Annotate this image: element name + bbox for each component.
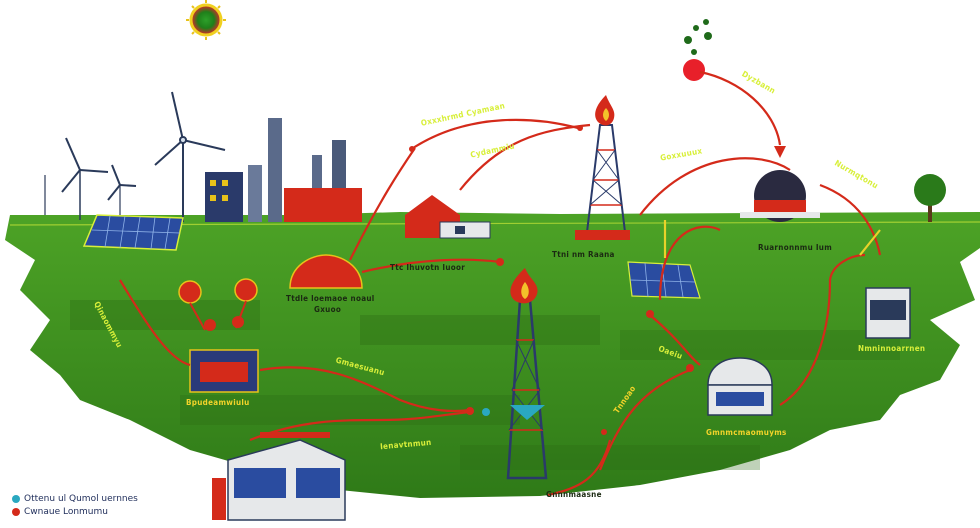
wind-turbine-icon	[44, 91, 226, 222]
storage-label: Nmninnoarrnen	[858, 344, 926, 353]
legend: Ottenu ul Qumol uernnes Cwnaue Lonmumu	[12, 492, 138, 518]
bottom-label: Gnnnmaasne	[546, 490, 602, 499]
dome-icon	[289, 254, 363, 289]
flow-label: Ttni nm Raana	[552, 250, 615, 259]
biogas-label: Gmnmcmaomuyms	[706, 428, 787, 437]
barn-icon	[405, 195, 491, 239]
legend-dot-icon	[12, 494, 20, 503]
legend-label: Cwnaue Lonmumu	[24, 506, 108, 517]
flame-icon	[510, 268, 538, 304]
legend-item: Cwnaue Lonmumu	[12, 505, 138, 518]
legend-dot-icon	[12, 507, 20, 516]
legend-label: Ottenu ul Qumol uernnes	[24, 493, 138, 504]
flow-label: Ttc Ihuvotn Iuoor	[390, 263, 466, 272]
flow-lines	[119, 70, 882, 497]
solar-panel-icon	[627, 261, 701, 299]
dome-caption: Ttdle loemaoe noaul	[286, 294, 375, 303]
ground-terrain	[5, 212, 980, 498]
tree-icon	[914, 174, 946, 222]
legend-item: Ottenu ul Qumol uernnes	[12, 492, 138, 505]
section-title: Ruarnonnmu Ium	[758, 243, 833, 252]
flow-nodes	[409, 125, 694, 435]
sun-icon	[683, 59, 705, 81]
transformer-icon	[178, 278, 259, 393]
storage-tank-icon	[212, 432, 346, 521]
sun-icon	[186, 0, 226, 40]
dome-caption: Gxuoo	[314, 305, 342, 314]
storage-tank-icon	[865, 287, 911, 339]
storage-tank-icon	[740, 146, 820, 222]
dome-icon	[707, 357, 773, 416]
solar-panel-icon	[82, 214, 184, 251]
flame-icon	[595, 95, 615, 126]
bubbles-icon	[684, 19, 712, 55]
transformer-label: Bpudeamwiulu	[186, 398, 250, 407]
factory-icon	[205, 118, 362, 222]
